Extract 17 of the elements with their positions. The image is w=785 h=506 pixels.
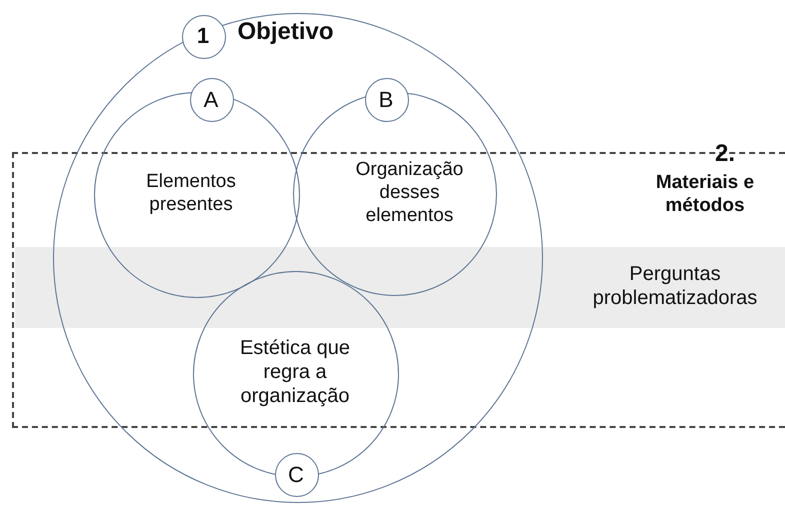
number-badge [182,14,226,58]
circle [53,13,543,503]
label: Elementos presentes [145,171,237,217]
label: Estética que regra a organização [238,336,352,408]
badge-label: B [378,87,394,114]
badge-label: 1 [196,23,210,50]
badge-label: A [202,87,220,114]
heading: Materiais e métodos [654,172,756,218]
heading: 2. [714,140,736,169]
badge-label: C [287,462,305,488]
number-badge [274,452,318,496]
number-badge [364,78,408,122]
label: Organização desses elementos [354,159,464,228]
label: Perguntas problematizadoras [592,262,758,310]
shaded-band [15,247,785,328]
heading: Objetivo [236,18,334,46]
number-badge [190,78,234,122]
